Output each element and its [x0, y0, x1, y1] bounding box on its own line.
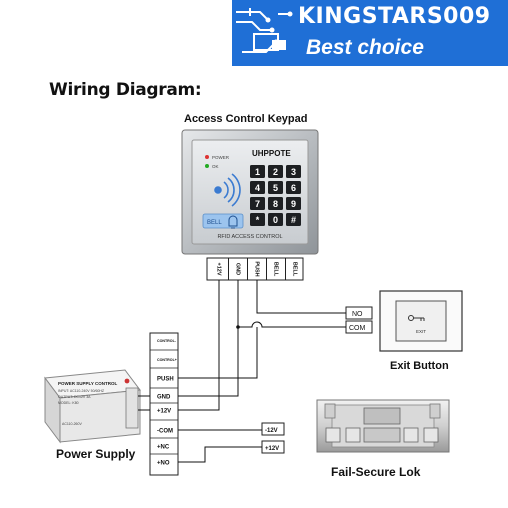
- keypad-keys: 1 2 3 4 5 6 7 8 9 * 0 #: [250, 165, 301, 226]
- keypad-key[interactable]: [250, 181, 265, 194]
- controller-terminal-label: +NO: [157, 461, 170, 467]
- power-supply-label: Power Supply: [56, 447, 136, 461]
- keypad-key[interactable]: [268, 181, 283, 194]
- controller-terminal-label: GND: [157, 395, 171, 401]
- keypad-terminal-label: BELL: [292, 262, 298, 277]
- keypad-key[interactable]: [286, 197, 301, 210]
- keypad-key-label: 4: [255, 183, 260, 193]
- psu-plate-title: POWER SUPPLY CONTROL: [58, 381, 118, 386]
- keypad-key-label: 0: [273, 215, 278, 225]
- ok-led-icon: [205, 164, 209, 168]
- keypad-key-label: #: [291, 215, 296, 225]
- psu-plate-line-2: OUTPUT: DC12V 3A: [58, 395, 91, 399]
- wire-lock-plus: [178, 446, 262, 463]
- exit-button-label: Exit Button: [390, 360, 449, 372]
- ok-led-label: OK: [212, 164, 219, 169]
- fail-secure-lock-device: [316, 399, 450, 453]
- keypad-device: POWER OK UHPPOTE BELL 1 2 3 4 5 6 7 8 9 * 0 # RFID …: [181, 129, 319, 255]
- exit-terminal-no: NO: [352, 311, 363, 318]
- keypad-key[interactable]: [250, 165, 265, 178]
- controller-terminal-label: +12V: [157, 409, 171, 415]
- keypad-key-label: 2: [273, 167, 278, 177]
- controller-terminal-label: -COM: [157, 429, 173, 435]
- controller-terminal-label: PUSH: [157, 377, 174, 383]
- keypad-key[interactable]: [268, 197, 283, 210]
- exit-plate-text: EXIT: [416, 329, 426, 334]
- lock-terminals: -12V +12V: [261, 422, 285, 454]
- lock-label: Fail-Secure Lok: [331, 465, 421, 479]
- brand-tagline: Best choice: [306, 36, 424, 59]
- keypad-key[interactable]: [250, 213, 265, 226]
- keypad-terminal-label: GND: [235, 263, 241, 275]
- key-icon: [408, 315, 425, 321]
- keypad-title: Access Control Keypad: [184, 113, 308, 125]
- power-led-icon: [205, 155, 209, 159]
- psu-plate-line-1: INPUT: AC110-240V 50/60HZ: [58, 389, 105, 393]
- psu-plate-line-3: MODEL: K80: [58, 401, 79, 405]
- keypad-terminal-label: +12V: [216, 263, 222, 276]
- keypad-key-label: *: [256, 215, 260, 225]
- keypad-key-label: 6: [291, 183, 296, 193]
- bell-icon: [228, 215, 238, 229]
- power-supply-device: POWER SUPPLY CONTROL INPUT: AC110-240V 5…: [44, 369, 141, 444]
- keypad-footer: RFID ACCESS CONTROL: [217, 234, 282, 240]
- power-led-label: POWER: [212, 155, 230, 160]
- keypad-key-label: 9: [291, 199, 296, 209]
- wire-controller-push: [178, 327, 258, 379]
- diagram-title: Wiring Diagram:: [49, 80, 202, 100]
- wires: [178, 280, 346, 463]
- keypad-key-label: 3: [291, 167, 296, 177]
- bell-key-label: BELL: [207, 220, 222, 226]
- exit-button-device: NO COM EXIT: [345, 290, 463, 352]
- keypad-key-label: 7: [255, 199, 260, 209]
- keypad-key[interactable]: [286, 165, 301, 178]
- keypad-key[interactable]: [250, 197, 265, 210]
- psu-plate-small: AC110-260V: [62, 422, 82, 426]
- exit-terminal-com: COM: [349, 325, 366, 332]
- keypad-brand: UHPPOTE: [252, 149, 291, 158]
- controller-terminal-block: CONTROL- CONTROL+ PUSH GND +12V -COM +NC +NO: [149, 332, 179, 476]
- keypad-key[interactable]: [268, 165, 283, 178]
- wire-keypad-12v: [178, 280, 220, 411]
- psu-output-wires: [138, 395, 150, 411]
- brand-name: KINGSTARS009: [298, 4, 491, 29]
- wire-keypad-gnd: [178, 280, 239, 397]
- controller-terminal-label: CONTROL+: [157, 358, 177, 362]
- keypad-key[interactable]: [268, 213, 283, 226]
- keypad-key-label: 5: [273, 183, 278, 193]
- wire-keypad-push: [256, 280, 346, 314]
- controller-terminal-label: CONTROL-: [157, 339, 177, 343]
- psu-power-led-icon: [124, 378, 130, 384]
- keypad-key-label: 8: [273, 199, 278, 209]
- controller-terminal-label: +NC: [157, 445, 170, 451]
- brand-banner: [232, 0, 508, 66]
- keypad-key-label: 1: [255, 167, 260, 177]
- wire-junctions: [236, 325, 240, 329]
- rfid-waves-icon: [214, 173, 241, 207]
- circuit-logo-icon: [236, 8, 293, 53]
- keypad-terminal-label: PUSH: [254, 261, 260, 276]
- keypad-terminal-label: BELL: [273, 262, 279, 277]
- keypad-key[interactable]: [286, 213, 301, 226]
- keypad-terminal-strip: +12V GND PUSH BELL BELL: [206, 257, 304, 281]
- lock-terminal-minus: -12V: [265, 428, 278, 434]
- keypad-key[interactable]: [286, 181, 301, 194]
- wire-exit-com: [238, 321, 346, 328]
- lock-terminal-plus: +12V: [265, 446, 279, 452]
